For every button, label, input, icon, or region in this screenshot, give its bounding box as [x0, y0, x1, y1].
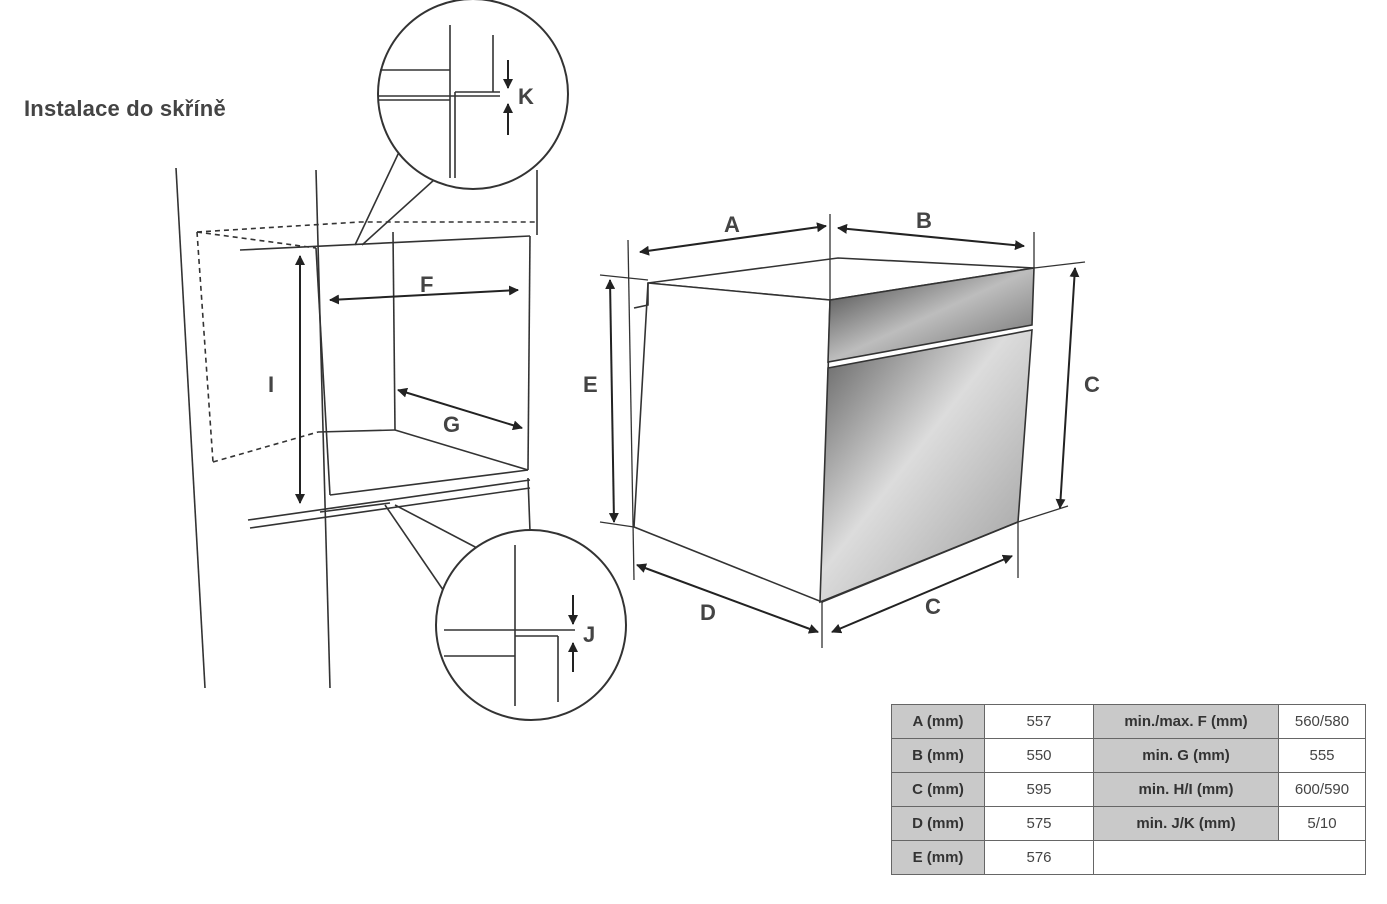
cell-key: D (mm) [891, 806, 985, 841]
label-d: D [700, 600, 716, 625]
dimensions-table: A (mm) 557 min./max. F (mm) 560/580 B (m… [891, 704, 1366, 875]
label-c-depth: C [925, 594, 941, 619]
oven-drawing [633, 257, 1035, 604]
detail-circle-j [435, 529, 627, 721]
dim-e-arrow [605, 279, 619, 523]
dim-b-arrow [837, 223, 1025, 251]
cell-key: C (mm) [891, 772, 985, 807]
label-b: B [916, 208, 932, 233]
oven-dimension-arrows [605, 222, 1080, 634]
cell-key: E (mm) [891, 840, 985, 875]
cell-value: 575 [984, 806, 1094, 841]
dim-c-depth-arrow [831, 554, 1013, 634]
cabinet-dimension-arrows [295, 255, 523, 504]
dim-f-arrow [329, 285, 519, 305]
detail-circle-k [377, 0, 569, 190]
label-e: E [583, 372, 598, 397]
cell-value: 557 [984, 704, 1094, 739]
oven-extension-lines [599, 214, 1086, 648]
cell-value: 576 [984, 840, 1094, 875]
dim-g-arrow [397, 387, 523, 431]
label-g: G [443, 412, 460, 437]
table-row: C (mm) 595 min. H/I (mm) 600/590 [891, 772, 1366, 807]
label-a: A [724, 212, 740, 237]
cell-value: 555 [1278, 738, 1366, 773]
table-row: B (mm) 550 min. G (mm) 555 [891, 738, 1366, 773]
cell-key: A (mm) [891, 704, 985, 739]
cabinet-drawing [175, 149, 538, 689]
cell-value: 595 [984, 772, 1094, 807]
label-c-height: C [1084, 372, 1100, 397]
table-row: E (mm) 576 [891, 840, 1366, 875]
cell-key: min. J/K (mm) [1093, 806, 1279, 841]
label-f: F [420, 272, 433, 297]
cell-value: 560/580 [1278, 704, 1366, 739]
cell-key: min. H/I (mm) [1093, 772, 1279, 807]
page-title: Instalace do skříně [24, 96, 226, 121]
cell-key: min. G (mm) [1093, 738, 1279, 773]
cell-value: 5/10 [1278, 806, 1366, 841]
cell-key: min./max. F (mm) [1093, 704, 1279, 739]
table-row: D (mm) 575 min. J/K (mm) 5/10 [891, 806, 1366, 841]
table-row: A (mm) 557 min./max. F (mm) 560/580 [891, 704, 1366, 739]
dim-c-height-arrow [1055, 267, 1080, 509]
cell-value: 600/590 [1278, 772, 1366, 807]
label-k: K [518, 84, 534, 109]
dim-d-arrow [636, 563, 819, 634]
cell-empty [1093, 840, 1366, 875]
cell-value: 550 [984, 738, 1094, 773]
label-i: I [268, 372, 274, 397]
dim-a-arrow [639, 222, 827, 256]
label-j: J [583, 622, 595, 647]
cell-key: B (mm) [891, 738, 985, 773]
